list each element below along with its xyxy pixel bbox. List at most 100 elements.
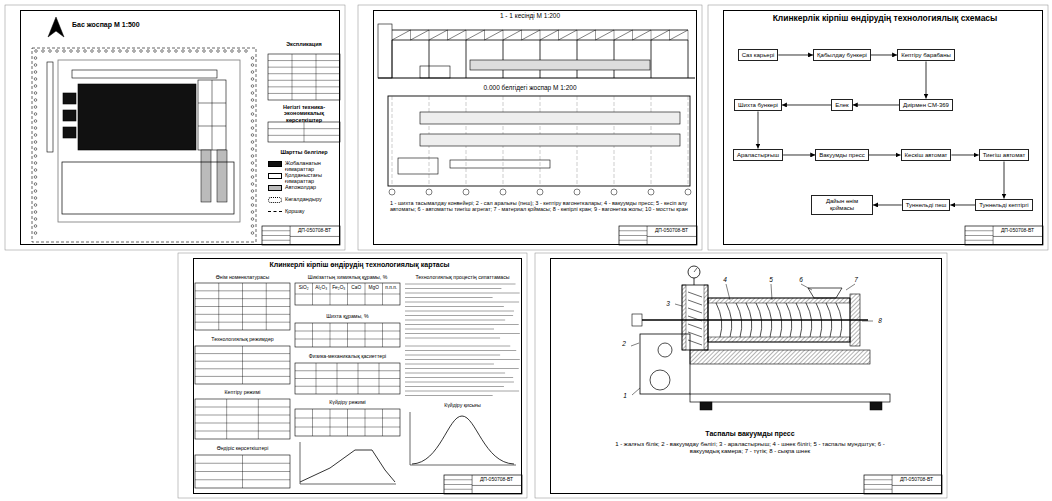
auger-flight	[756, 303, 762, 337]
legend-entry: Қоршау	[268, 208, 340, 214]
column-line	[540, 40, 541, 78]
tree-symbol	[63, 50, 66, 53]
node-text: Вакуумды пресс	[819, 152, 865, 159]
table-rule	[195, 431, 290, 432]
text-line-mark	[405, 373, 505, 374]
sheet-label: Шихта құрамы, %	[295, 314, 400, 320]
lower-housing	[690, 350, 870, 364]
column-line	[466, 40, 467, 78]
vacuum-chamber	[682, 285, 708, 350]
truss-post	[632, 30, 633, 40]
title-block-rule	[892, 485, 942, 486]
title-block	[864, 475, 942, 494]
table-rule	[295, 378, 400, 379]
auger-flight	[826, 303, 832, 337]
table-rule	[312, 409, 313, 436]
process-box: Шихта бункері	[734, 99, 782, 112]
table-frame	[268, 54, 340, 100]
road-band	[217, 150, 227, 202]
node-text: Шихта бункері	[738, 102, 778, 109]
axis-bubble	[685, 189, 691, 195]
tree-symbol	[34, 85, 37, 88]
process-box: Вакуумды пресс	[815, 149, 869, 162]
flow-arrow	[951, 154, 978, 155]
table-frame	[195, 346, 290, 384]
tree-symbol	[251, 106, 254, 109]
tree-symbol	[34, 141, 37, 144]
auger-flight	[806, 303, 812, 337]
table-rule	[295, 370, 400, 371]
leader-line	[631, 343, 639, 346]
callout-number: 3	[664, 300, 672, 307]
tree-symbol	[251, 218, 254, 221]
table-rule	[347, 283, 348, 305]
sheet-label: Физика-механикалық қасиеттері	[295, 354, 400, 360]
table-frame	[295, 323, 400, 347]
node-text: Туннельді кептіргі	[979, 202, 1028, 209]
axis-bubble	[500, 189, 506, 195]
mixer-blade	[688, 300, 702, 305]
track-plan	[450, 160, 550, 168]
title-block-rule	[965, 240, 993, 241]
truss-diagonal	[392, 30, 411, 40]
text-line-mark	[405, 346, 510, 347]
tree-symbol	[35, 50, 38, 53]
text-line-mark	[405, 302, 519, 303]
sheet-label: ДП-050708-ВТ	[994, 228, 1042, 234]
text-line-mark	[405, 368, 519, 369]
sheet-label: Күйдіру режимі	[295, 400, 400, 406]
text-line-mark	[405, 333, 520, 334]
tree-symbol	[34, 78, 37, 81]
base-foot	[700, 402, 712, 410]
callout-number: 4	[721, 276, 729, 283]
tree-symbol	[34, 232, 37, 235]
graph-axis	[410, 412, 411, 465]
process-box: Дайын өнім қоймасы	[811, 195, 873, 215]
tree-symbol	[147, 50, 150, 53]
table-rule	[316, 363, 317, 394]
legend-entry: Қолданыстағы ғимараттар	[268, 172, 340, 185]
table-rule	[347, 409, 348, 436]
tree-symbol	[119, 50, 122, 53]
pressure-gauge	[688, 266, 700, 278]
node-text: 1 - шихта тасымалдау конвейері; 2 - сал …	[390, 200, 690, 213]
graph-axis	[410, 465, 516, 466]
tree-symbol	[34, 71, 37, 74]
tree-symbol	[34, 162, 37, 165]
table-rule	[268, 80, 340, 81]
leader-line	[862, 321, 873, 322]
truss-post	[503, 30, 504, 40]
tree-symbol	[251, 99, 254, 102]
truss-post	[614, 30, 615, 40]
base-frame	[690, 394, 890, 402]
truss-post	[447, 30, 448, 40]
sheet-label: ДП-050708-ВТ	[473, 477, 521, 483]
table-rule	[365, 323, 366, 347]
tree-symbol	[34, 176, 37, 179]
table-rule	[258, 399, 259, 439]
grid-axis	[688, 96, 689, 186]
tree-symbol	[189, 50, 192, 53]
tree-symbol	[34, 204, 37, 207]
text-line-mark	[405, 338, 500, 339]
sheet-label: ДП-050708-ВТ	[893, 477, 941, 483]
legend-text: Автожолдар	[285, 184, 340, 190]
tree-symbol	[217, 50, 220, 53]
flow-arrow	[1004, 161, 1005, 198]
tree-symbol	[112, 50, 115, 53]
callout-number: 1	[621, 392, 629, 399]
tree-symbol	[34, 127, 37, 130]
auger-flight	[766, 303, 772, 337]
title-block-rule	[444, 479, 472, 480]
table-rule	[195, 407, 290, 408]
auger-flight	[796, 303, 802, 337]
sheet-edge	[358, 5, 702, 250]
legend-swatch	[268, 173, 282, 179]
tree-symbol	[34, 169, 37, 172]
title-block-rule	[290, 236, 340, 237]
tree-symbol	[251, 211, 254, 214]
truss-post	[429, 30, 430, 40]
truss-post	[595, 30, 596, 40]
axis-bubble	[426, 189, 432, 195]
table-rule	[195, 415, 290, 416]
